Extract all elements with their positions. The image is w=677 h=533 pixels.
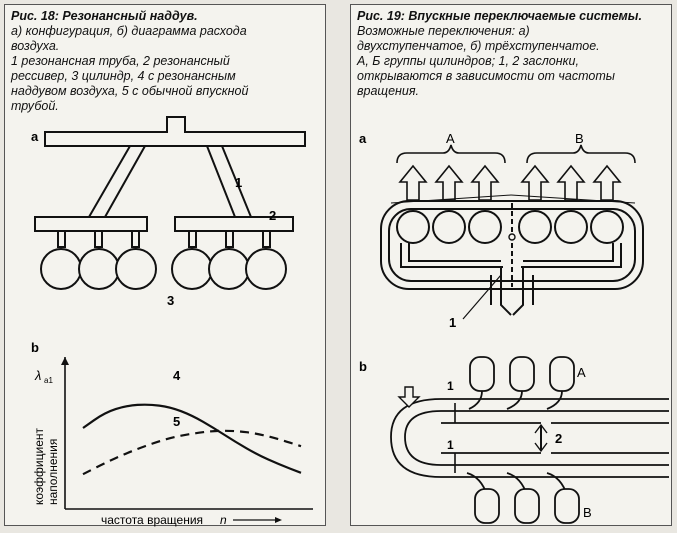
flap-2-arrows bbox=[534, 423, 548, 453]
figure-19-drawing: a A B bbox=[359, 131, 669, 524]
figure-19-caption-line: вращения. bbox=[357, 84, 419, 98]
x-axis-symbol: n bbox=[220, 513, 227, 527]
figure-19-title: Рис. 19: Впускные переключаемые системы. bbox=[357, 9, 642, 23]
resonance-manifold bbox=[34, 116, 306, 232]
label-1-upper: 1 bbox=[447, 379, 454, 393]
cylinder-bank-A bbox=[469, 356, 575, 392]
y-axis-arrow bbox=[61, 357, 69, 365]
series-label-5: 5 bbox=[173, 414, 180, 429]
figure-18-panel: Рис. 18: Резонансный наддув. а) конфигур… bbox=[4, 4, 326, 527]
flap-pivot bbox=[508, 233, 516, 241]
y-axis-subscript: a1 bbox=[44, 376, 53, 385]
figure-19-caption-line: двухступенчатое, б) трёхступенчатое. bbox=[357, 39, 600, 53]
figure-18-caption-line: наддувом воздуха, 5 с обычной впускной bbox=[11, 84, 249, 98]
group-label-A: A bbox=[446, 131, 455, 146]
label-b: b bbox=[359, 359, 367, 374]
chart-series-group bbox=[82, 403, 302, 476]
label-1: 1 bbox=[449, 315, 456, 330]
figure-18-caption: Рис. 18: Резонансный наддув. а) конфигур… bbox=[11, 9, 319, 114]
intake-arrow bbox=[397, 386, 421, 408]
leader-1 bbox=[462, 274, 502, 320]
hatch-line bbox=[510, 194, 636, 204]
bank-label-A: A bbox=[577, 365, 586, 380]
figure-19-caption-line: А, Б группы цилиндров; 1, 2 заслонки, bbox=[357, 54, 579, 68]
label-b: b bbox=[31, 340, 39, 355]
figure-19-caption-line: Возможные переключения: а) bbox=[357, 24, 530, 38]
group-label-B: B bbox=[575, 131, 584, 146]
label-a: a bbox=[31, 129, 39, 144]
series-line-4 bbox=[82, 403, 302, 474]
label-1: 1 bbox=[235, 175, 242, 190]
bank-label-B: B bbox=[583, 505, 592, 520]
figure-18-title: Рис. 18: Резонансный наддув. bbox=[11, 9, 198, 23]
figure-18-caption-line: трубой. bbox=[11, 99, 59, 113]
figure-18-caption-line: рессивер, 3 цилиндр, 4 с резонансным bbox=[11, 69, 236, 83]
cylinders bbox=[40, 230, 287, 290]
figure-19-panel: Рис. 19: Впускные переключаемые системы.… bbox=[350, 4, 672, 526]
intake-system-b bbox=[390, 390, 669, 496]
y-axis-label-1: коэффициент bbox=[32, 427, 46, 505]
x-axis-arrowhead bbox=[275, 517, 282, 523]
y-axis-symbol: λ bbox=[34, 368, 41, 383]
brace-A bbox=[396, 144, 506, 164]
figure-18-caption-line: воздуха. bbox=[11, 39, 60, 53]
series-label-4: 4 bbox=[173, 368, 181, 383]
y-axis-label-2: наполнения bbox=[46, 439, 60, 505]
label-a: a bbox=[359, 131, 367, 146]
label-3: 3 bbox=[167, 293, 174, 308]
figure-18-caption-line: 1 резонансная труба, 2 резонансный bbox=[11, 54, 230, 68]
label-1-lower: 1 bbox=[447, 438, 454, 452]
series-line-5 bbox=[82, 429, 302, 476]
intake-manifold-a bbox=[380, 200, 644, 316]
brace-B bbox=[526, 144, 636, 164]
figure-18-drawing: a 1 2 3 b λ a1 коэффициент наполнени bbox=[31, 116, 313, 527]
label-2: 2 bbox=[269, 208, 276, 223]
exhaust-arrows bbox=[398, 164, 622, 201]
cylinder-bank-B bbox=[474, 488, 580, 524]
x-axis-label: частота вращения bbox=[101, 513, 203, 527]
figure-18-caption-line: а) конфигурация, б) диаграмма расхода bbox=[11, 24, 247, 38]
label-2: 2 bbox=[555, 431, 562, 446]
hatch-line bbox=[390, 194, 512, 204]
figure-19-caption: Рис. 19: Впускные переключаемые системы.… bbox=[357, 9, 665, 99]
chart-axes bbox=[64, 357, 313, 510]
figure-19-caption-line: открываются в зависимости от частоты bbox=[357, 69, 615, 83]
